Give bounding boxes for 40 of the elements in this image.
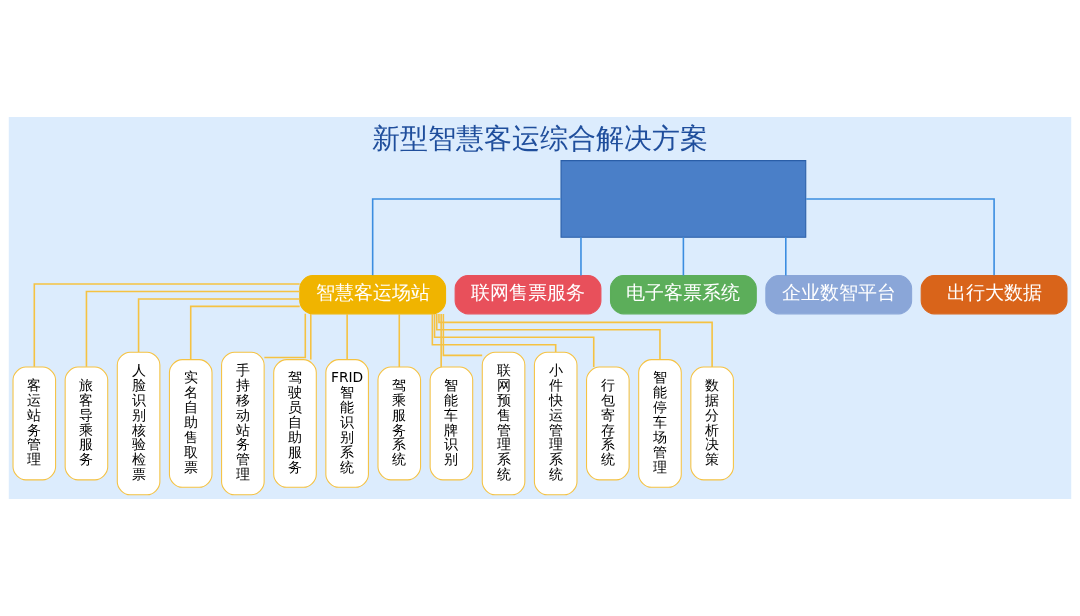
connector <box>435 313 661 361</box>
connector <box>805 198 995 277</box>
node-box: 智能停车场管理 <box>638 359 682 488</box>
node-box: 智慧客运场站 <box>299 275 447 315</box>
node-box: 联网售票服务 <box>454 275 602 315</box>
node-box: 电子客票系统 <box>609 275 757 315</box>
diagram-title: 新型智慧客运综合解决方案 <box>372 121 708 155</box>
connector <box>438 313 713 368</box>
connector <box>346 313 348 361</box>
connector <box>580 236 582 277</box>
node-box: 驾驶员自助服务 <box>273 359 317 488</box>
node-box: 出行大数据 <box>920 275 1068 315</box>
node-box: 驾乘服务系统 <box>377 366 422 481</box>
connector <box>431 313 557 353</box>
connector <box>85 290 301 368</box>
connector <box>442 313 483 357</box>
node-box: FRID智能识别系统 <box>325 359 369 488</box>
node-box: 小件快运管理系统 <box>533 351 578 496</box>
connector <box>263 313 307 359</box>
node-box: 企业数智平台 <box>765 275 913 315</box>
node-box: 数据分析决策 <box>690 366 734 481</box>
node-box: 行包寄存系统 <box>586 366 630 481</box>
node-box: 旅客导乘服务 <box>64 366 109 481</box>
connector <box>371 198 562 277</box>
node-box: 联网预售管理系统 <box>481 351 526 496</box>
connector <box>398 313 401 368</box>
node-box: 实名自助售取票 <box>168 359 213 488</box>
connector <box>440 313 442 368</box>
connector <box>309 313 312 361</box>
node-box: 客运站务管理 <box>12 366 57 481</box>
node-box: 手持移动站务管理 <box>221 351 265 496</box>
connector <box>785 236 787 277</box>
connector <box>137 298 301 353</box>
node-box: 智能车牌识别 <box>429 366 474 481</box>
connector <box>433 313 595 368</box>
connector <box>189 305 301 361</box>
node-box: 人脸识别核验检票 <box>116 351 161 496</box>
node-box <box>560 160 807 238</box>
connector <box>682 236 685 277</box>
connector <box>33 283 301 368</box>
